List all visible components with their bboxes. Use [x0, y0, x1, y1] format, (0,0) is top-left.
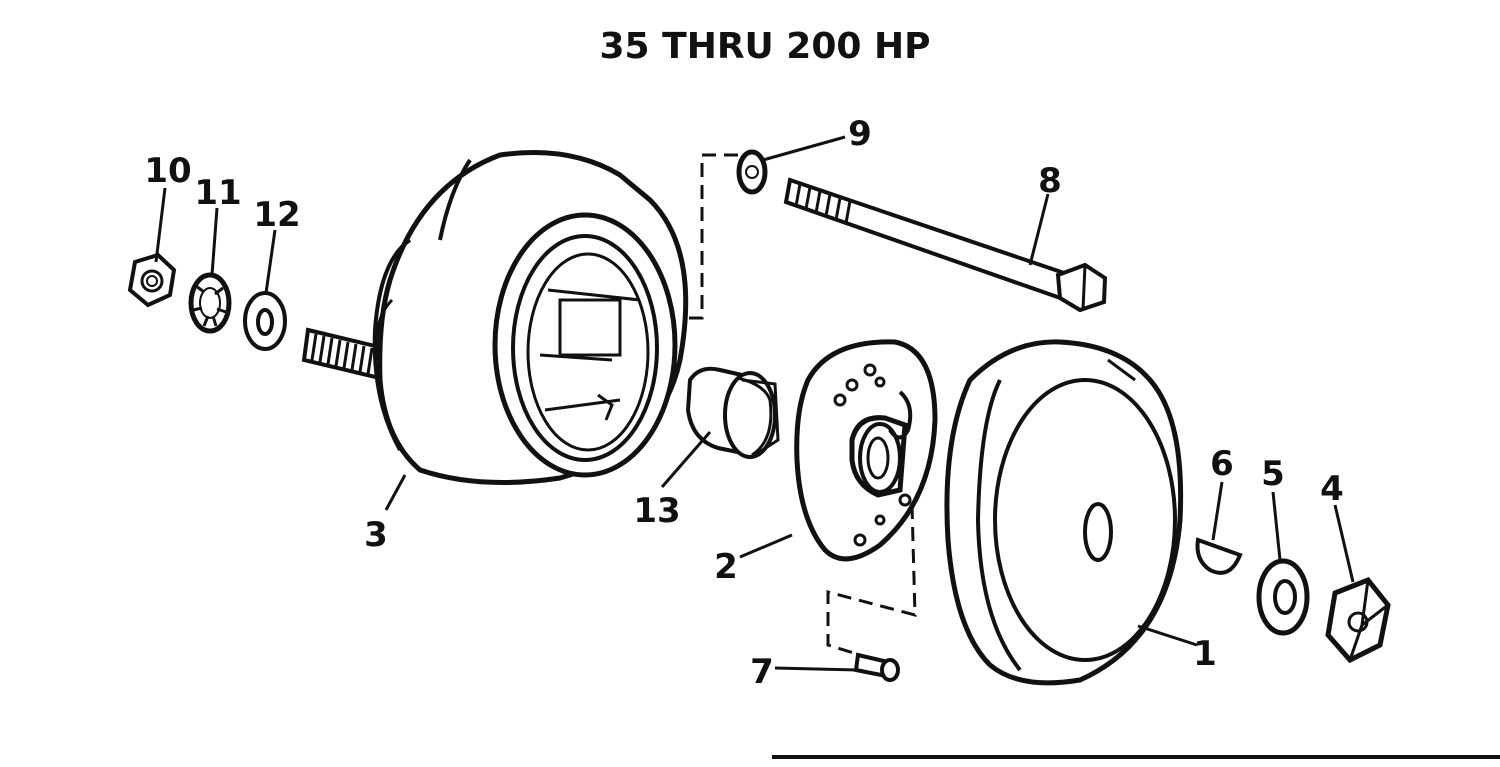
- callout-3: 3: [364, 515, 388, 555]
- leader-8: [1028, 193, 1050, 266]
- part-8-long-bolt: [783, 177, 1108, 313]
- part-12-flat-washer: [243, 291, 287, 351]
- part-4-hex-nut: [1325, 576, 1391, 664]
- part-6-woodruff-key: [1195, 537, 1243, 575]
- callout-5: 5: [1261, 454, 1285, 494]
- part-9-washer: [736, 149, 768, 195]
- leader-7: [774, 666, 859, 672]
- leader-10: [154, 187, 167, 263]
- callout-9: 9: [848, 114, 872, 154]
- leader-12: [264, 229, 277, 294]
- leader-2: [739, 533, 793, 559]
- part-7-screw: [853, 652, 900, 682]
- leader-11: [210, 207, 219, 276]
- callout-12: 12: [253, 195, 300, 235]
- callout-2: 2: [714, 547, 738, 587]
- leader-5: [1271, 491, 1282, 561]
- leader-3: [384, 474, 407, 511]
- callout-4: 4: [1320, 469, 1344, 509]
- callout-6: 6: [1210, 444, 1234, 484]
- part-13-bushing: [685, 366, 780, 460]
- diagram-title: 35 THRU 200 HP: [600, 26, 931, 67]
- part-11-lock-washer: [188, 272, 232, 334]
- leader-13: [660, 431, 712, 488]
- callout-1: 1: [1193, 634, 1217, 674]
- callout-10: 10: [144, 151, 191, 191]
- dashed-leader-7: [826, 504, 917, 657]
- part-5-washer: [1256, 558, 1310, 636]
- callout-8: 8: [1038, 161, 1062, 201]
- leader-4: [1333, 504, 1355, 583]
- callout-7: 7: [750, 652, 774, 692]
- callout-11: 11: [194, 173, 241, 213]
- leader-1: [1137, 624, 1198, 647]
- leader-9: [762, 135, 846, 162]
- part-3-flywheel-housing: [301, 150, 689, 485]
- part-10-hex-nut: [127, 252, 177, 308]
- leader-6: [1211, 481, 1224, 541]
- callout-13: 13: [633, 491, 680, 531]
- leader-lines: [154, 135, 1355, 672]
- part-2-stator-plate: [794, 339, 938, 562]
- dashed-leader-9: [688, 153, 738, 320]
- part-1-cover: [944, 339, 1184, 686]
